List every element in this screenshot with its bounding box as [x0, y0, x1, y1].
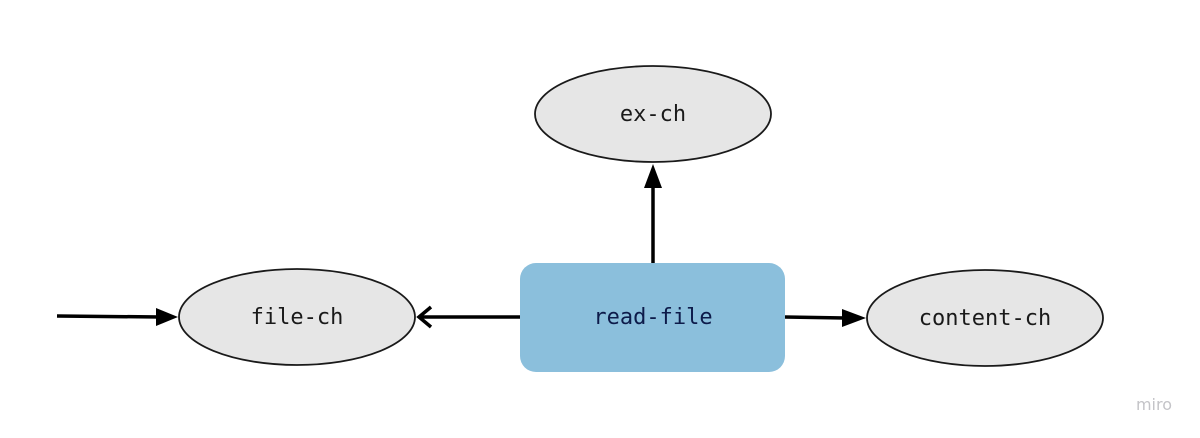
arrowhead-file-ch-input: [156, 308, 178, 326]
ex-ch-label: ex-ch: [620, 102, 686, 127]
arrowhead-ex-ch: [644, 164, 662, 188]
edge-read-file-to-content-ch: [784, 315, 846, 320]
node-content-ch: content-ch: [866, 269, 1104, 367]
read-file-shape: [520, 263, 785, 372]
file-ch-label: file-ch: [251, 305, 344, 330]
node-read-file: read-file: [520, 263, 785, 372]
content-ch-label: content-ch: [919, 306, 1051, 331]
node-ex-ch: ex-ch: [534, 65, 772, 163]
ex-ch-shape: [534, 65, 772, 163]
miro-watermark: miro: [1136, 395, 1172, 414]
read-file-label: read-file: [593, 305, 712, 330]
arrowhead-file-ch-open: [416, 305, 433, 329]
edges: [56, 164, 866, 329]
file-ch-shape: [178, 268, 416, 366]
edge-input-to-file-ch: [56, 314, 161, 319]
arrowhead-content-ch: [842, 309, 866, 327]
content-ch-shape: [866, 269, 1104, 367]
node-file-ch: file-ch: [178, 268, 416, 366]
